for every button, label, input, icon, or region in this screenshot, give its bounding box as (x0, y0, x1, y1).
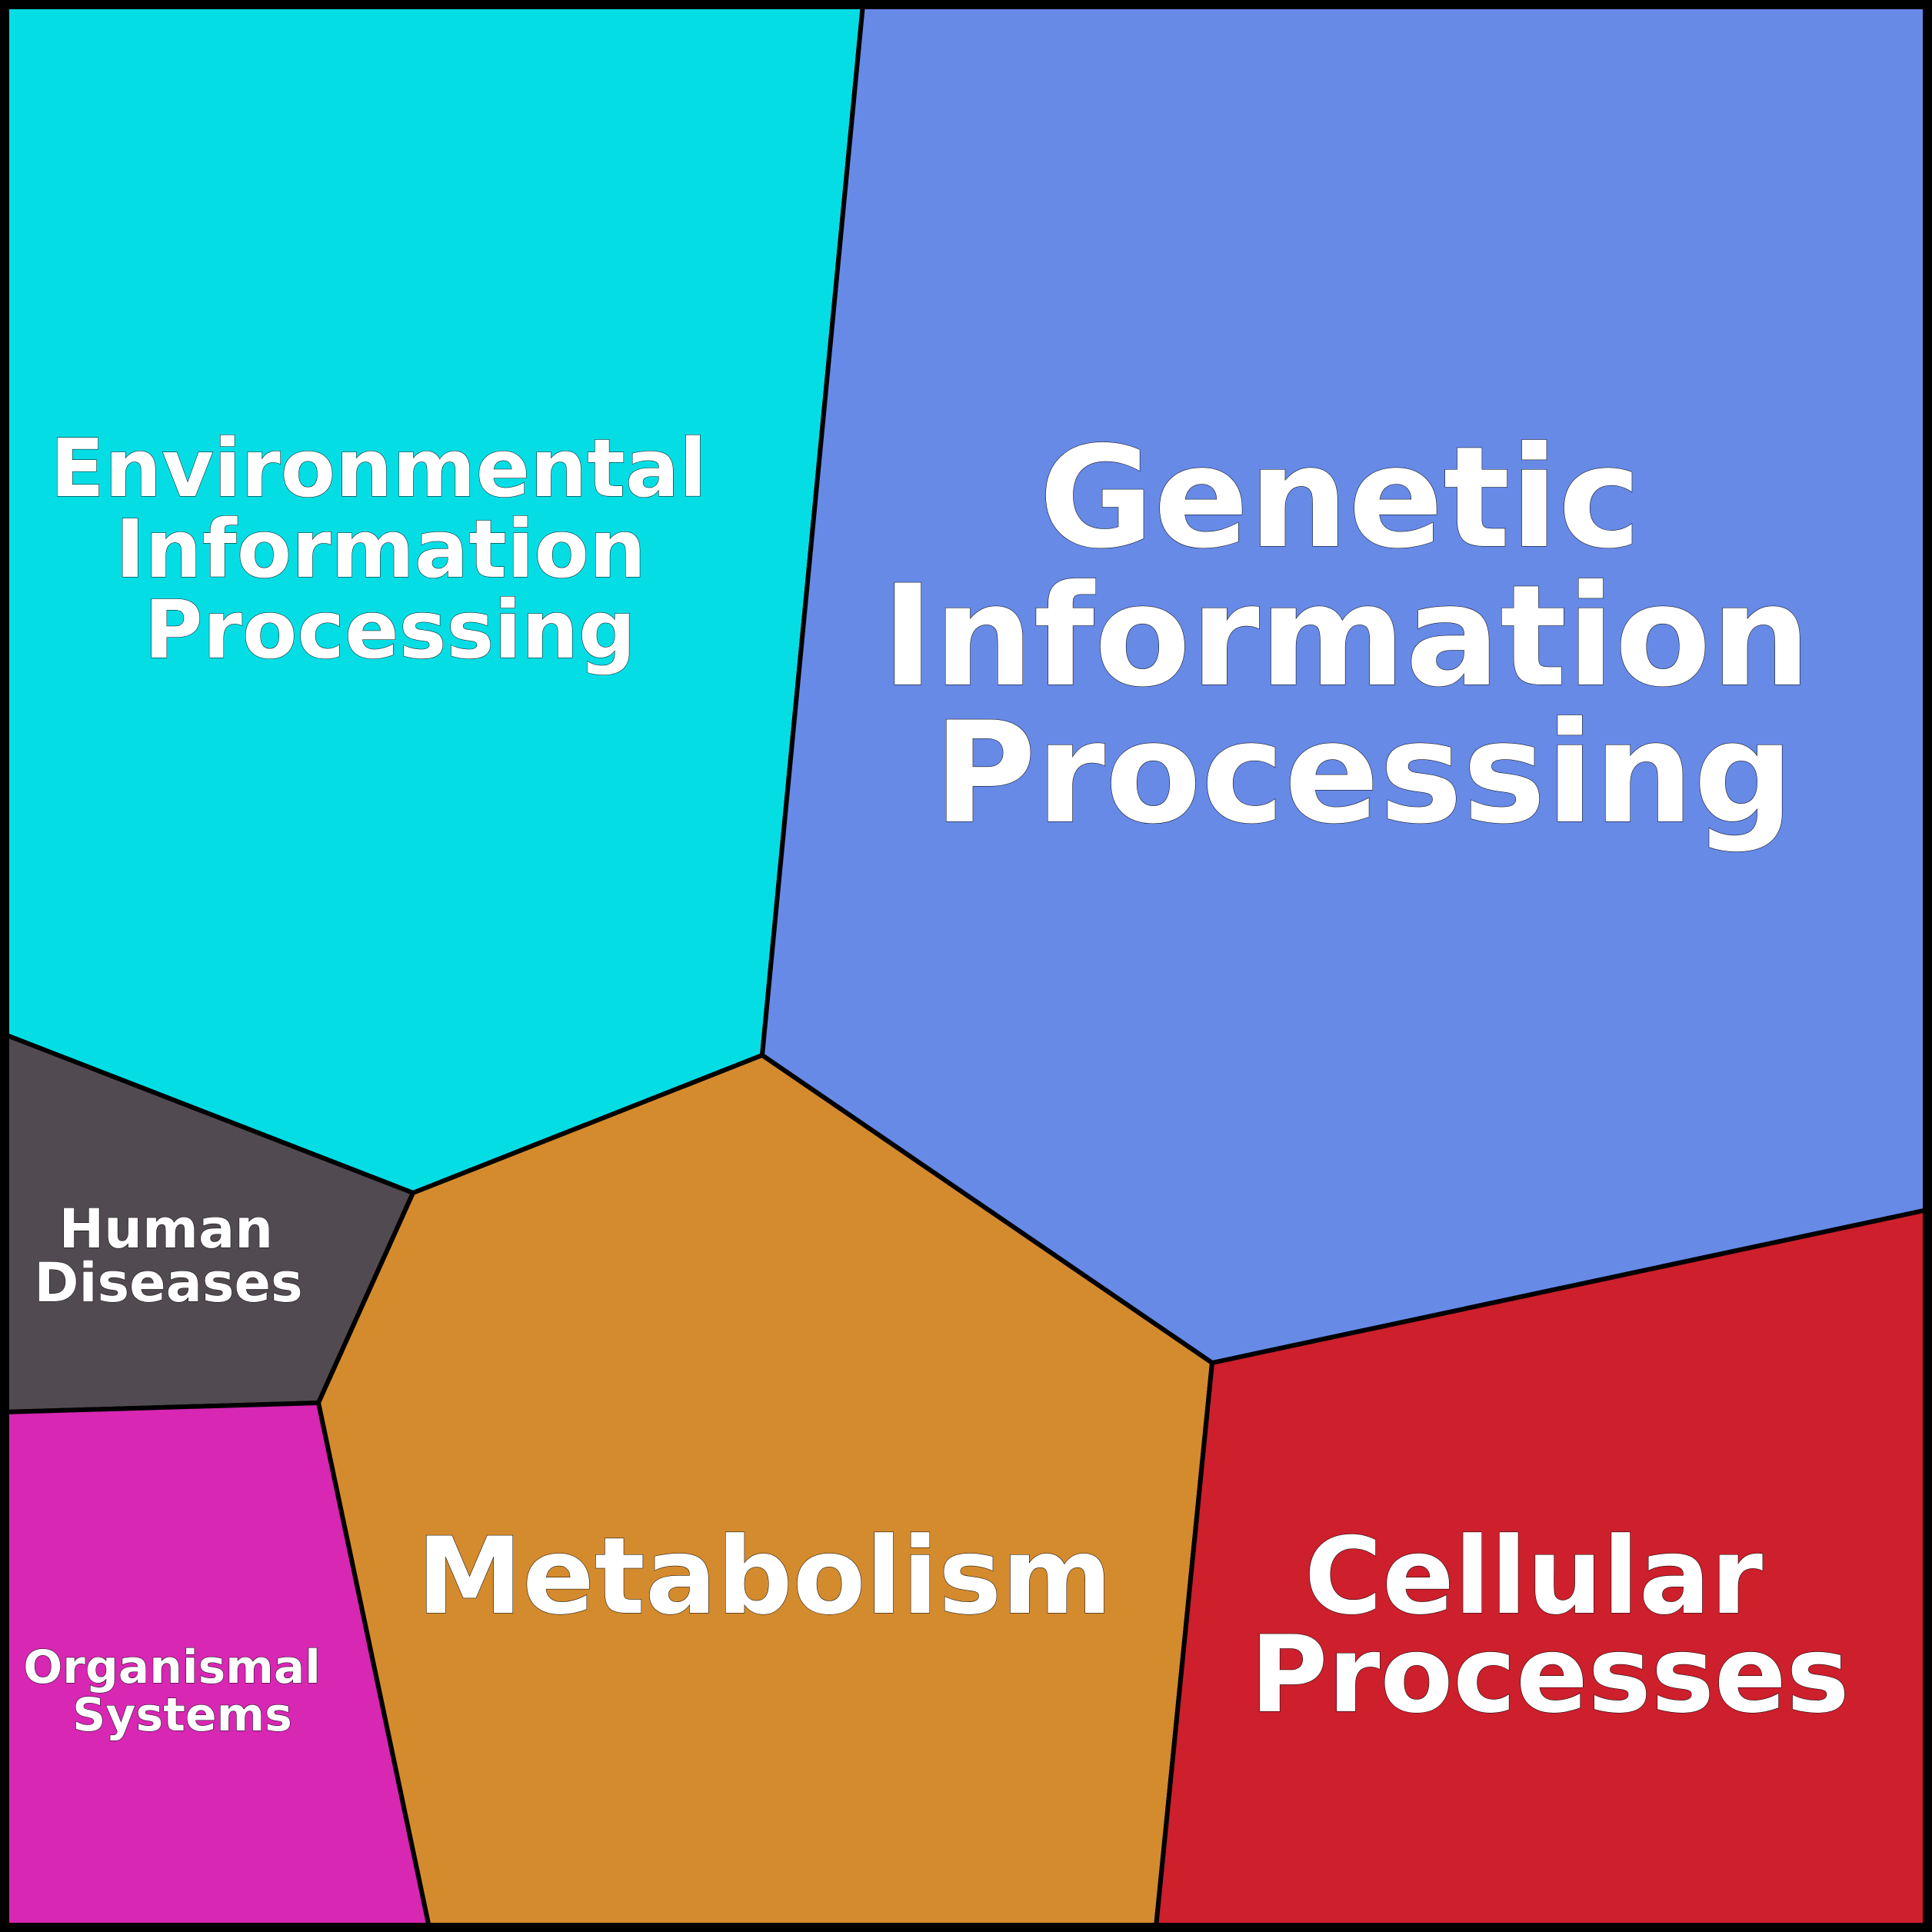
label-line: Systems (72, 1688, 292, 1742)
label-cellular-processes: Cellular Processes (1250, 1514, 1849, 1737)
label-metabolism: Metabolism (417, 1514, 1112, 1638)
label-organismal-systems: Organismal Systems (23, 1641, 337, 1742)
label-genetic-information-processing: Genetic Information Processing (881, 416, 1859, 854)
label-line: Information (881, 555, 1810, 718)
label-line: Metabolism (417, 1514, 1112, 1638)
label-environmental-information-processing: Environmental Information Processing (50, 421, 734, 677)
label-line: Processing (144, 583, 635, 677)
label-line: Cellular (1304, 1514, 1763, 1638)
label-line: Organismal (23, 1641, 321, 1694)
label-line: Genetic (1039, 416, 1641, 579)
label-human-diseases: Human Diseases (34, 1198, 302, 1314)
label-line: Environmental (50, 421, 707, 515)
label-line: Information (115, 502, 646, 596)
label-line: Human (59, 1198, 273, 1261)
label-line: Diseases (34, 1251, 302, 1314)
label-line: Processes (1250, 1613, 1849, 1737)
label-line: Processing (934, 691, 1794, 854)
